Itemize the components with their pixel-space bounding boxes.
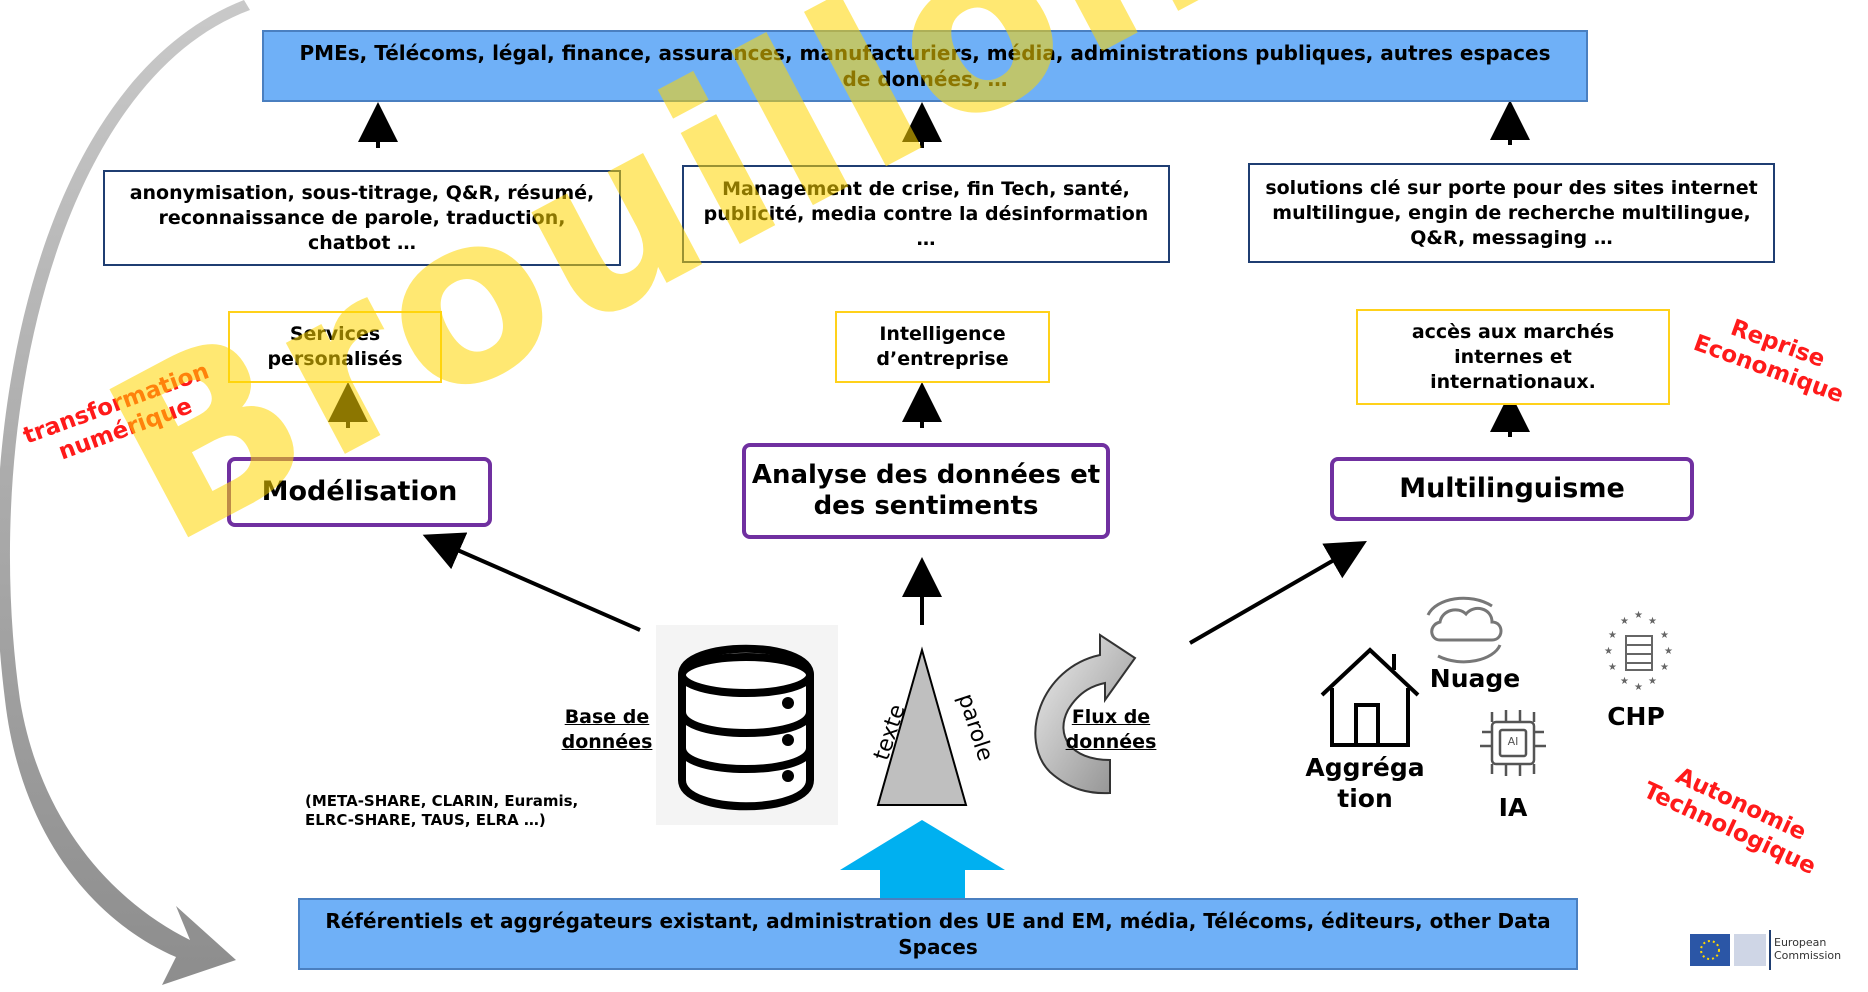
svg-text:★: ★: [1660, 630, 1669, 641]
cloud-icon: [1426, 596, 1503, 664]
eu-logo-line1: European: [1774, 936, 1827, 949]
benefit-right-text: accès aux marchés internes et internatio…: [1411, 320, 1615, 393]
svg-text:★: ★: [1608, 662, 1617, 673]
arrow-to-multilinguisme: [1189, 541, 1367, 645]
ai-chip-text: AI: [1507, 735, 1519, 748]
svg-text:★: ★: [1660, 662, 1669, 673]
text-speech-triangle: [876, 646, 968, 806]
database-examples: (META-SHARE, CLARIN, Euramis, ELRC-SHARE…: [305, 792, 579, 829]
data-providers-bar: Référentiels et aggrégateurs existant, a…: [298, 898, 1578, 970]
pillar-modelisation-text: Modélisation: [261, 476, 458, 507]
hpc-icon: ★★★ ★★ ★★ ★★ ★★★: [1604, 610, 1673, 693]
hpc-label: CHP: [1607, 702, 1665, 731]
ai-chip-icon: [1480, 710, 1546, 776]
eu-logo-text: European Commission: [1774, 936, 1841, 962]
benefit-middle-text: Intelligence d’entreprise: [876, 323, 1009, 370]
pillar-modelisation: Modélisation: [227, 457, 492, 527]
svg-text:★: ★: [1634, 682, 1643, 693]
ai-label: IA: [1498, 793, 1528, 822]
cyan-input-arrow: [840, 820, 1005, 900]
svg-text:★: ★: [1620, 676, 1629, 687]
flux-label: Flux de données: [1065, 706, 1157, 753]
benefit-box-middle: Intelligence d’entreprise: [835, 311, 1050, 383]
svg-text:★: ★: [1648, 616, 1657, 627]
use-case-right-text: solutions clé sur porte pour des sites i…: [1265, 176, 1758, 249]
svg-text:★: ★: [1648, 676, 1657, 687]
arrow-to-modelisation: [422, 532, 641, 632]
data-flow-icon: [1034, 633, 1137, 795]
svg-text:★: ★: [1604, 646, 1613, 657]
pillar-analyse: Analyse des données et des sentiments: [742, 443, 1110, 539]
use-case-box-left: anonymisation, sous-titrage, Q&R, résumé…: [103, 170, 621, 266]
pillar-multilinguisme-text: Multilinguisme: [1399, 473, 1625, 504]
use-case-box-right: solutions clé sur porte pour des sites i…: [1248, 163, 1775, 263]
aggregation-label: Aggréga tion: [1305, 753, 1425, 813]
benefit-box-right: accès aux marchés internes et internatio…: [1356, 309, 1670, 405]
data-providers-text: Référentiels et aggrégateurs existant, a…: [325, 909, 1551, 959]
database-label: Base de données: [561, 706, 653, 753]
benefit-left-text: Services personalisés: [267, 323, 403, 370]
use-case-left-text: anonymisation, sous-titrage, Q&R, résumé…: [129, 181, 595, 254]
pillar-multilinguisme: Multilinguisme: [1330, 457, 1694, 521]
cloud-label: Nuage: [1429, 664, 1521, 693]
svg-text:★: ★: [1608, 630, 1617, 641]
house-icon: [1320, 647, 1420, 747]
benefit-box-left: Services personalisés: [228, 311, 442, 383]
pillar-analyse-text: Analyse des données et des sentiments: [751, 460, 1101, 521]
eu-logo-line2: Commission: [1774, 949, 1842, 962]
svg-text:★: ★: [1634, 610, 1643, 621]
database-icon: [656, 625, 838, 825]
svg-text:★: ★: [1664, 646, 1673, 657]
use-case-box-middle: Management de crise, fin Tech, santé, pu…: [682, 165, 1170, 263]
svg-text:★: ★: [1620, 616, 1629, 627]
use-case-middle-text: Management de crise, fin Tech, santé, pu…: [703, 177, 1149, 250]
target-sectors-bar: PMEs, Télécoms, légal, finance, assuranc…: [262, 30, 1588, 102]
eu-flag-icon: [1690, 930, 1771, 970]
target-sectors-text: PMEs, Télécoms, légal, finance, assuranc…: [299, 41, 1551, 91]
